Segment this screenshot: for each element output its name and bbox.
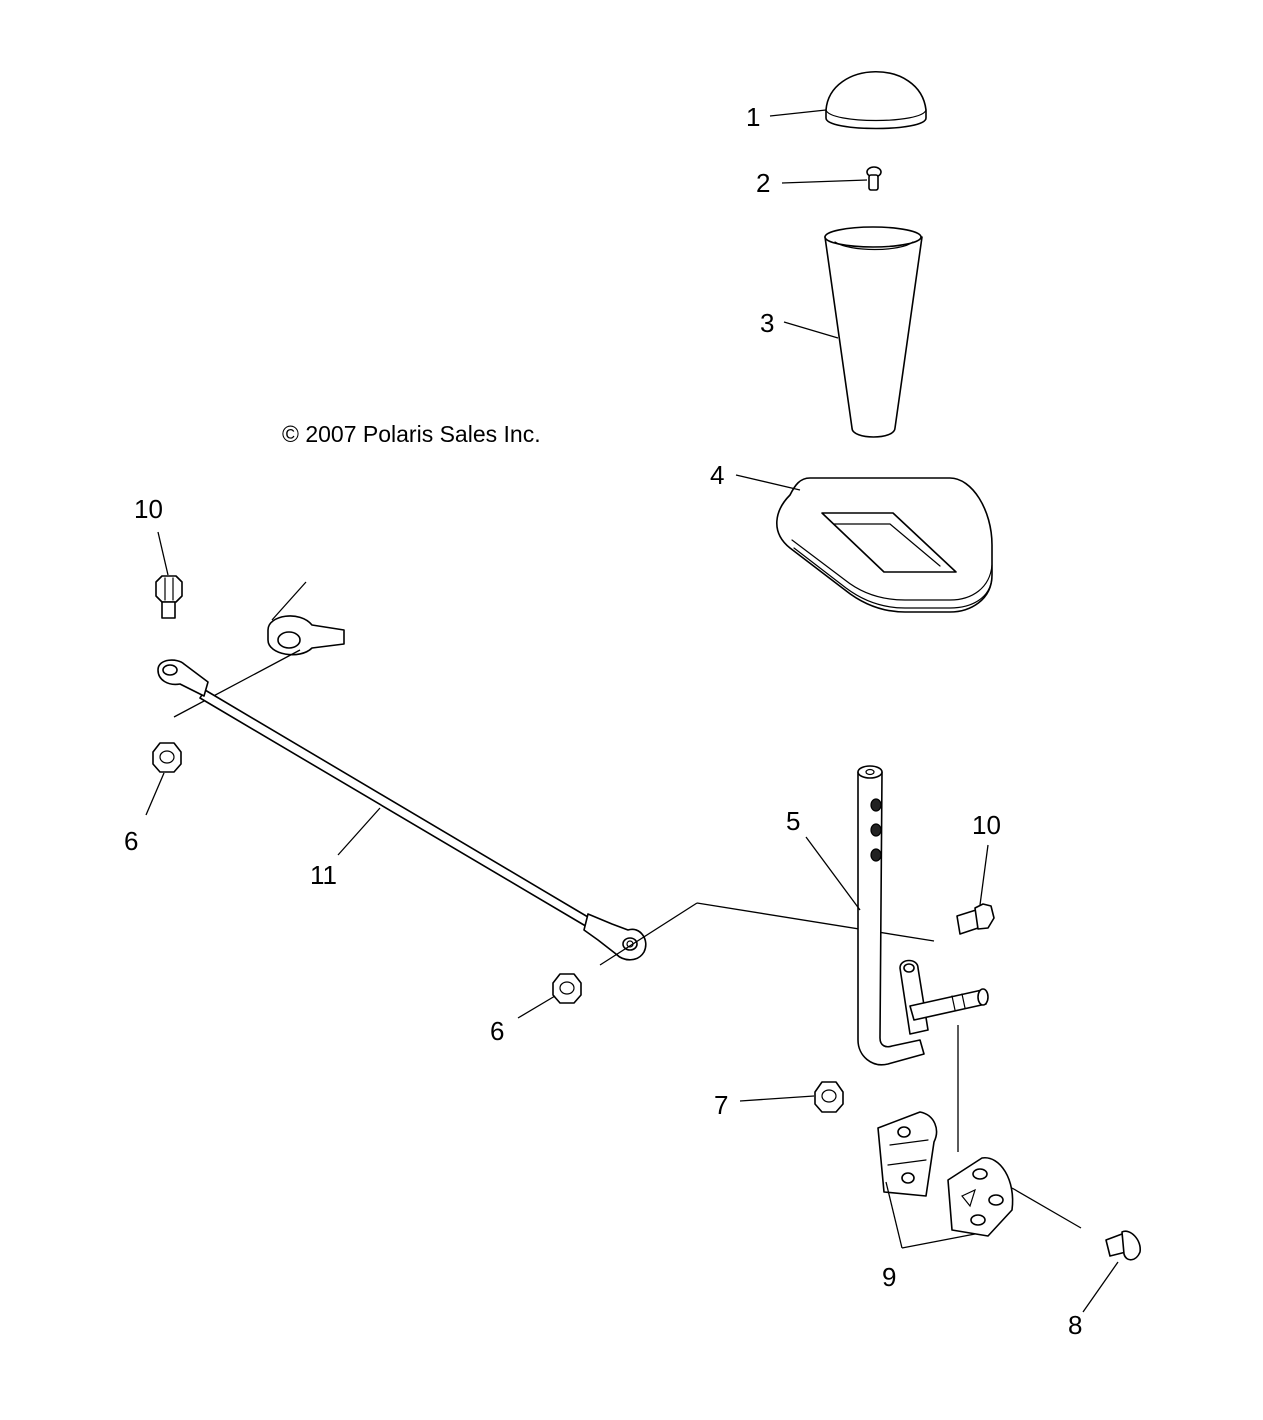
part-11-linkage-rod [157,659,935,966]
callout-3: 3 [760,308,774,338]
part-6-nut-left [152,742,182,773]
part-10-bolt-left [155,575,183,619]
part-6-nut-lower [552,973,582,1004]
leader-lines [145,109,1119,1313]
callout-1: 1 [746,102,760,132]
callout-10-right: 10 [972,810,1001,840]
part-4-boot [776,477,993,613]
callout-4: 4 [710,460,724,490]
copyright-text: © 2007 Polaris Sales Inc. [282,421,541,447]
part-9-pivot-blocks [877,1111,1014,1237]
callout-7: 7 [714,1090,728,1120]
part-1-cap [825,70,927,130]
callout-5: 5 [786,806,800,836]
callout-10-left: 10 [134,494,163,524]
callout-6-left: 6 [124,826,138,856]
part-7-nut [814,1081,844,1113]
callout-2: 2 [756,168,770,198]
part-10-bolt-right [956,903,995,935]
part-8-bolt [1105,1230,1141,1261]
callout-8: 8 [1068,1310,1082,1340]
callout-9: 9 [882,1262,896,1292]
callout-11: 11 [310,860,337,890]
part-5-shift-lever [857,765,989,1152]
callout-6-lower: 6 [490,1016,504,1046]
part-2-screw [866,166,882,191]
part-3-grip [824,226,923,438]
pivot-bracket-left [173,581,345,718]
